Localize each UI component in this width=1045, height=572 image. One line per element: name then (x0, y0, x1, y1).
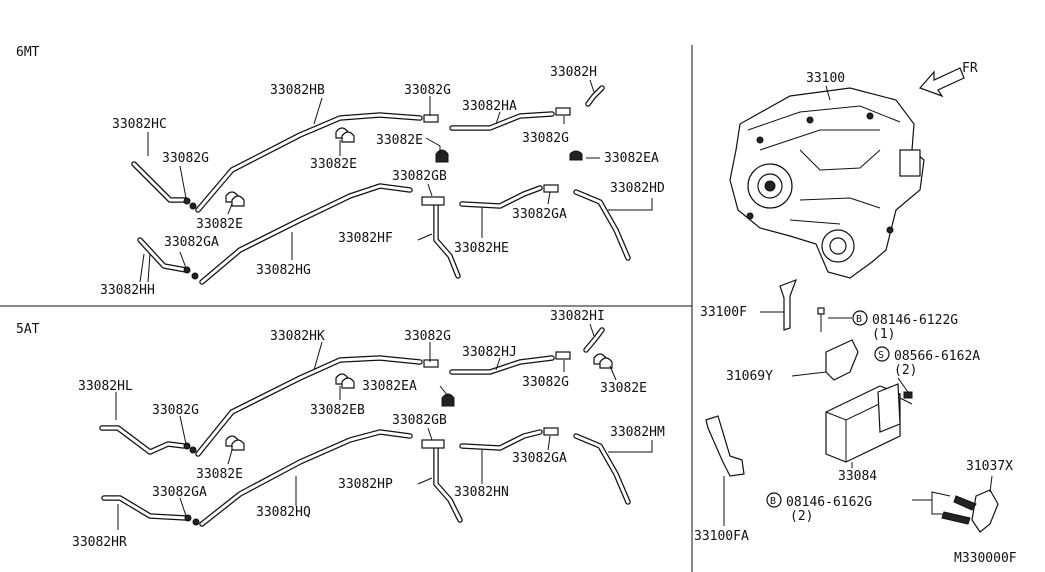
at-labels: 33082HK 33082G 33082HJ 33082HI 33082HL 3… (72, 309, 665, 550)
label-33082hp: 33082HP (338, 477, 393, 492)
bolt-symbol-1 (852, 310, 868, 326)
label-31037x: 31037X (966, 459, 1013, 474)
label-33082g-mt3: 33082G (522, 131, 569, 146)
bracket-33100fa (705, 415, 745, 477)
bolt-symbol-1-text: B (856, 314, 862, 325)
label-33082hr: 33082HR (72, 535, 127, 550)
label-33082hk: 33082HK (270, 329, 325, 344)
label-33084: 33084 (838, 469, 877, 484)
label-33082g-mt2: 33082G (162, 151, 209, 166)
label-33082h: 33082H (550, 65, 597, 80)
label-33082hf: 33082HF (338, 231, 393, 246)
label-33082ea-mt: 33082EA (604, 151, 659, 166)
label-33082ga-at2: 33082GA (152, 485, 207, 500)
label-33082gb-at: 33082GB (392, 413, 447, 428)
screw-part (899, 391, 913, 405)
label-33082g-at1: 33082G (404, 329, 451, 344)
label-33082hd: 33082HD (610, 181, 665, 196)
label-33082hl: 33082HL (78, 379, 133, 394)
bolt-08146-6122g (817, 307, 825, 332)
label-33100: 33100 (806, 71, 845, 86)
label-33082e-mt2: 33082E (310, 157, 357, 172)
mt-hoses (131, 85, 631, 285)
label-33082hh: 33082HH (100, 283, 155, 298)
label-33100f: 33100F (700, 305, 747, 320)
bolt-symbol-2 (766, 492, 782, 508)
label-33082g-mt1: 33082G (404, 83, 451, 98)
label-screw: 08566-6162A (894, 349, 980, 364)
bolt-symbol-2-text: B (770, 496, 776, 507)
label-33082hj: 33082HJ (462, 345, 517, 360)
mt-leaders (139, 79, 653, 283)
label-screw-qty: (2) (894, 363, 917, 378)
label-33082g-at3: 33082G (152, 403, 199, 418)
section-6mt-title: 6MT (16, 45, 40, 60)
label-33082ea-at: 33082EA (362, 379, 417, 394)
screw-symbol-text: S (878, 350, 884, 361)
front-arrow: FR (918, 61, 978, 98)
label-bolt-1-qty: (1) (872, 327, 895, 342)
screw-symbol (874, 346, 890, 362)
label-33082ga-mt2: 33082GA (164, 235, 219, 250)
diagram-code: M330000F (954, 551, 1017, 566)
label-33082e-at2: 33082E (196, 467, 243, 482)
label-33082ga-mt1: 33082GA (512, 207, 567, 222)
label-33082hq: 33082HQ (256, 505, 311, 520)
label-33082hg: 33082HG (256, 263, 311, 278)
sensor-31037x (941, 489, 999, 533)
section-5at-title: 5AT (16, 322, 40, 337)
label-33082hc: 33082HC (112, 117, 167, 132)
label-33082hm: 33082HM (610, 425, 665, 440)
label-33082e-mt1: 33082E (376, 133, 423, 148)
mt-fittings (183, 107, 583, 280)
label-33082eb: 33082EB (310, 403, 365, 418)
transfer-case (729, 87, 925, 279)
label-33082ha: 33082HA (462, 99, 517, 114)
label-bolt-1: 08146-6122G (872, 313, 958, 328)
bracket-33100f (779, 278, 798, 331)
label-fr: FR (962, 61, 978, 76)
label-bolt-2: 08146-6162G (786, 495, 872, 510)
label-31069y: 31069Y (726, 369, 773, 384)
label-33082ga-at1: 33082GA (512, 451, 567, 466)
label-33082e-at1: 33082E (600, 381, 647, 396)
label-33082g-at2: 33082G (522, 375, 569, 390)
bracket-31069y (825, 339, 859, 381)
module-33084 (825, 383, 901, 463)
label-33082he: 33082HE (454, 241, 509, 256)
label-33082hi: 33082HI (550, 309, 605, 324)
label-33082hn: 33082HN (454, 485, 509, 500)
label-33082hb: 33082HB (270, 83, 325, 98)
label-33082gb-mt: 33082GB (392, 169, 447, 184)
mt-labels: 33082HB 33082G 33082HA 33082H 33082HC 33… (100, 65, 665, 298)
at-hoses (99, 327, 631, 527)
at-leaders (115, 323, 653, 530)
label-33100fa: 33100FA (694, 529, 749, 544)
label-33082e-mt3: 33082E (196, 217, 243, 232)
label-bolt-2-qty: (2) (790, 509, 813, 524)
at-fittings (183, 351, 613, 526)
